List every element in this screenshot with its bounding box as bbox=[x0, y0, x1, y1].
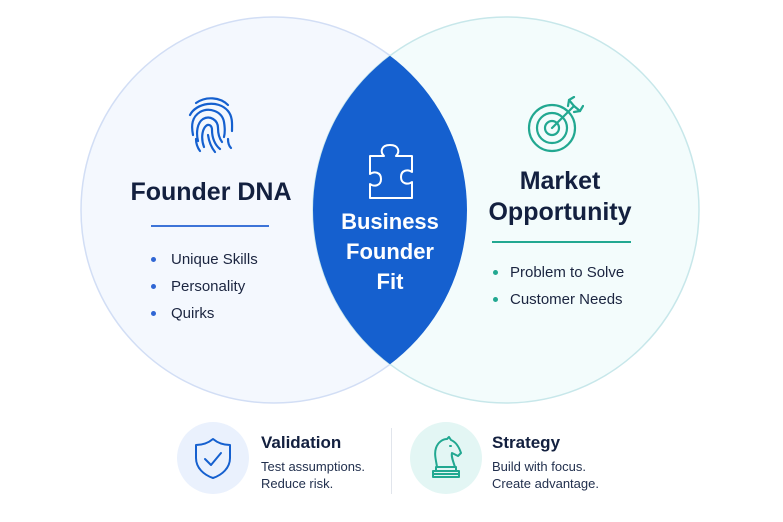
market-opportunity-title: Market Opportunity bbox=[488, 167, 632, 226]
founder-dna-underline bbox=[151, 225, 269, 227]
bullet-icon bbox=[151, 284, 156, 289]
business-founder-fit-label: Business Founder Fit bbox=[341, 209, 439, 294]
validation-line-2: Reduce risk. bbox=[261, 476, 334, 491]
list-item: Quirks bbox=[150, 300, 258, 327]
strategy-icon-badge bbox=[410, 422, 482, 494]
market-opportunity-underline bbox=[492, 241, 631, 243]
bullet-icon bbox=[493, 270, 498, 275]
validation-line-1: Test assumptions. bbox=[261, 459, 366, 474]
business-founder-fit-lens bbox=[313, 17, 467, 403]
chess-knight-icon bbox=[432, 436, 462, 478]
list-item: Personality bbox=[150, 273, 258, 300]
bullet-icon bbox=[151, 311, 156, 316]
validation-title: Validation bbox=[261, 433, 342, 452]
list-item: Customer Needs bbox=[490, 286, 624, 313]
strategy-line-1: Build with focus. bbox=[492, 459, 586, 474]
strategy-line-2: Create advantage. bbox=[492, 476, 599, 491]
list-item: Unique Skills bbox=[150, 246, 258, 273]
feature-divider bbox=[391, 428, 392, 494]
market-opportunity-list: Problem to Solve Customer Needs bbox=[490, 259, 624, 313]
bullet-icon bbox=[493, 297, 498, 302]
validation-icon-badge bbox=[177, 422, 249, 494]
target-arrow-icon bbox=[527, 96, 584, 153]
fingerprint-icon bbox=[188, 97, 234, 154]
shield-check-icon bbox=[195, 438, 231, 479]
founder-dna-title: Founder DNA bbox=[130, 178, 292, 206]
bullet-icon bbox=[151, 257, 156, 262]
founder-dna-list: Unique Skills Personality Quirks bbox=[150, 246, 258, 327]
strategy-title: Strategy bbox=[492, 433, 561, 452]
list-item: Problem to Solve bbox=[490, 259, 624, 286]
puzzle-piece-icon bbox=[369, 144, 413, 199]
